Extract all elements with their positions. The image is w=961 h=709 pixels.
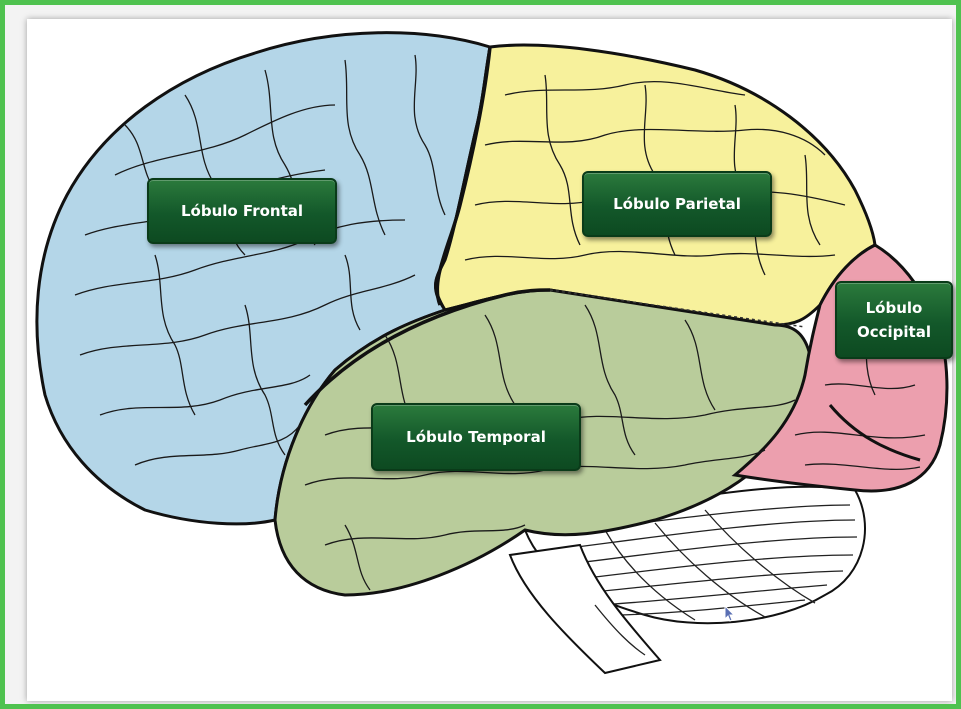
label-frontal-lobe: Lóbulo Frontal	[147, 178, 337, 244]
label-parietal-lobe-text: Lóbulo Parietal	[613, 192, 741, 216]
label-temporal-lobe: Lóbulo Temporal	[371, 403, 581, 471]
label-parietal-lobe: Lóbulo Parietal	[582, 171, 772, 237]
mouse-pointer-icon	[724, 605, 736, 623]
label-temporal-lobe-text: Lóbulo Temporal	[406, 425, 546, 449]
brain-diagram	[5, 5, 961, 709]
label-frontal-lobe-text: Lóbulo Frontal	[181, 199, 303, 223]
label-occipital-lobe: Lóbulo Occipital	[835, 281, 953, 359]
label-occipital-lobe-text: Lóbulo Occipital	[857, 296, 931, 344]
